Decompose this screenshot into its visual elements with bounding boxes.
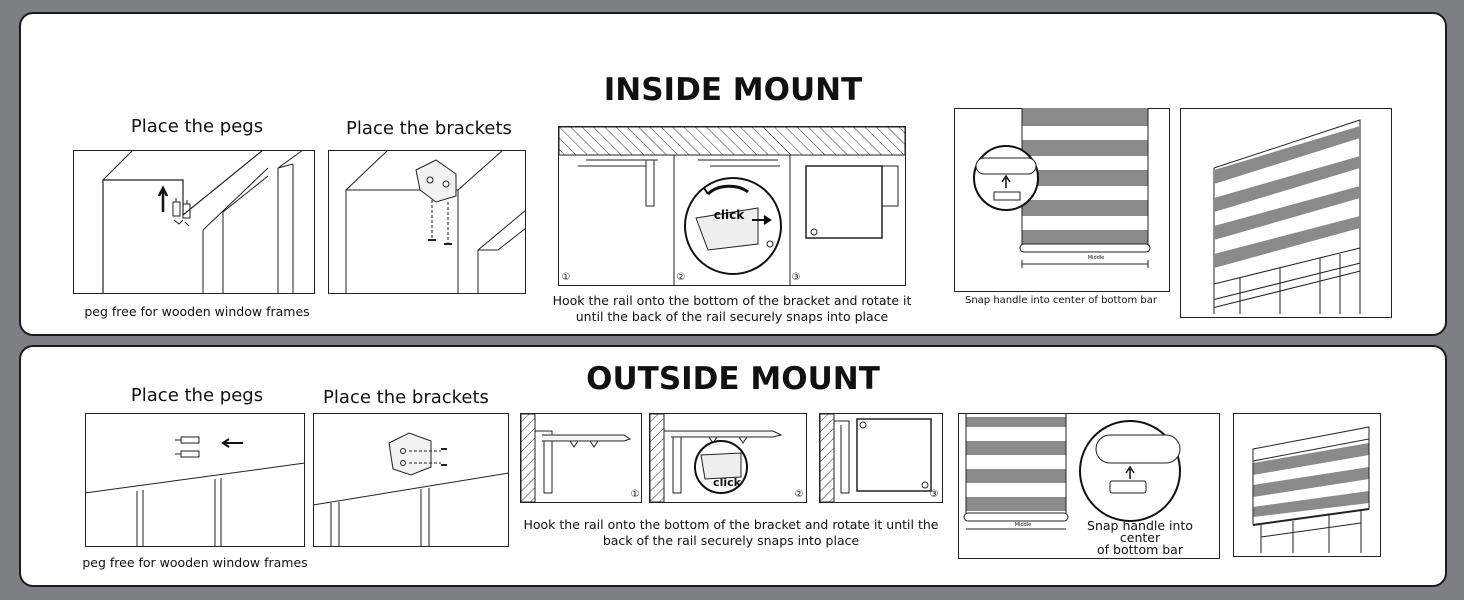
outside-installed-figure: [1233, 413, 1381, 557]
inside-step-1: ①: [561, 272, 571, 283]
outside-hook-step2-figure: [649, 413, 807, 503]
inside-peg-note: peg free for wooden window frames: [84, 304, 310, 319]
outside-pegs-figure: [85, 413, 305, 547]
inside-snap-figure: [954, 108, 1170, 292]
inside-middle-label: Middle: [1087, 255, 1105, 261]
outside-snap-caption: Snap handle into center of bottom bar: [1087, 518, 1193, 557]
inside-hook-caption: Hook the rail onto the bottom of the bra…: [552, 293, 912, 324]
outside-step-1: ①: [630, 489, 640, 500]
inside-snap-caption: Snap handle into center of bottom bar: [964, 295, 1158, 306]
inside-step-brackets-label: Place the brackets: [346, 118, 512, 139]
outside-hook-step1-figure: [520, 413, 642, 503]
outside-mount-title: OUTSIDE MOUNT: [586, 361, 880, 397]
inside-pegs-figure: [73, 150, 315, 294]
outside-step-pegs-label: Place the pegs: [130, 385, 264, 406]
outside-middle-label: Middle: [1014, 522, 1032, 528]
outside-step-3: ③: [929, 489, 939, 500]
outside-click-label: click: [713, 476, 741, 489]
outside-brackets-figure: [313, 413, 509, 547]
inside-brackets-figure: [328, 150, 526, 294]
inside-click-label: click: [713, 208, 745, 222]
outside-step-2: ②: [794, 489, 804, 500]
inside-mount-title: INSIDE MOUNT: [603, 72, 863, 108]
outside-hook-step3-figure: [819, 413, 943, 503]
inside-hook-figure: [558, 126, 906, 286]
outside-mount-panel: OUTSIDE MOUNT Place the pegs Place the b…: [19, 345, 1447, 587]
outside-hook-caption: Hook the rail onto the bottom of the bra…: [523, 517, 939, 548]
inside-installed-figure: [1180, 108, 1392, 318]
outside-snap-figure: [958, 413, 1220, 559]
outside-step-brackets-label: Place the brackets: [323, 387, 489, 408]
inside-step-2: ②: [676, 272, 686, 283]
outside-peg-note: peg free for wooden window frames: [82, 555, 308, 570]
inside-mount-panel: INSIDE MOUNT Place the pegs Place the br…: [19, 12, 1447, 336]
inside-step-3: ③: [791, 272, 801, 283]
inside-step-pegs-label: Place the pegs: [130, 116, 264, 137]
